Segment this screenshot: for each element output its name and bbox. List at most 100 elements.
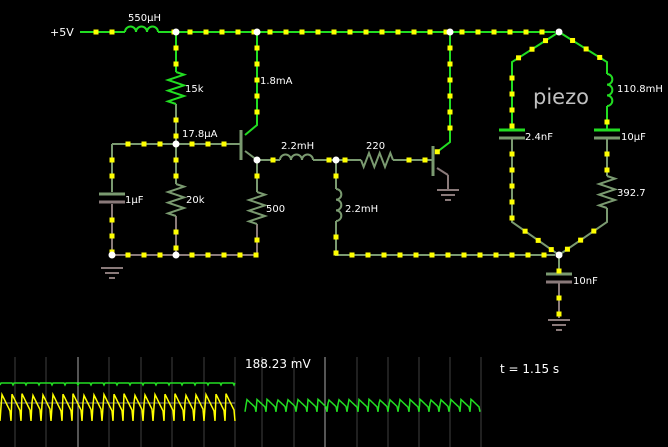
- current-dot: [509, 252, 515, 258]
- current-dot: [564, 246, 570, 252]
- current-dot: [429, 252, 435, 258]
- wire: [558, 31, 608, 74]
- scope-2-readout: 188.23 mV: [245, 357, 311, 371]
- current-dot: [333, 173, 339, 179]
- current-dot: [157, 141, 163, 147]
- current-dot: [254, 93, 260, 99]
- nodes: [108, 28, 563, 259]
- current-dot: [315, 29, 321, 35]
- current-dot: [447, 77, 453, 83]
- current-dot: [406, 157, 412, 163]
- current-dot: [379, 29, 385, 35]
- current-dot: [539, 29, 545, 35]
- current-dot: [254, 45, 260, 51]
- current-dot: [205, 141, 211, 147]
- current-dot: [535, 237, 541, 243]
- current-dot: [509, 151, 515, 157]
- scope-2[interactable]: [244, 357, 482, 447]
- current-dot: [333, 234, 339, 240]
- current-dot: [347, 29, 353, 35]
- current-dot: [509, 167, 515, 173]
- current-dot: [445, 252, 451, 258]
- label-C3: 10μF: [621, 132, 646, 143]
- transistor-Q2-emitter: [436, 167, 449, 176]
- current-dot: [173, 229, 179, 235]
- current-dot: [254, 237, 260, 243]
- current-dot: [173, 173, 179, 179]
- inductor-L3: [335, 188, 343, 222]
- inductor-L1: [124, 25, 159, 33]
- components[interactable]: [99, 25, 620, 331]
- current-dot: [173, 245, 179, 251]
- scope-trace: [244, 397, 481, 412]
- current-dot: [493, 252, 499, 258]
- current-dot: [221, 141, 227, 147]
- label-R1: 15k: [185, 84, 204, 95]
- current-dot: [349, 252, 355, 258]
- current-dot: [556, 311, 562, 317]
- current-dot: [523, 29, 529, 35]
- node: [332, 156, 340, 164]
- current-dot: [443, 29, 449, 35]
- current-dot: [331, 29, 337, 35]
- resistor-R5: [595, 175, 619, 209]
- node: [555, 28, 563, 36]
- current-dot: [447, 109, 453, 115]
- current-dot: [254, 77, 260, 83]
- current-dot: [509, 123, 515, 129]
- current-dot: [556, 268, 562, 274]
- node: [446, 28, 454, 36]
- current-dot: [189, 141, 195, 147]
- current-dot: [365, 252, 371, 258]
- current-dot: [507, 29, 513, 35]
- label-C1: 1μF: [125, 195, 144, 206]
- label-L1: 550μH: [128, 13, 161, 24]
- current-dot: [205, 252, 211, 258]
- current-dot: [525, 252, 531, 258]
- node: [172, 28, 180, 36]
- current-dot: [283, 29, 289, 35]
- node: [172, 140, 180, 148]
- current-dot: [413, 252, 419, 258]
- current-dot: [109, 29, 115, 35]
- current-dot: [125, 141, 131, 147]
- label-R4: 220: [366, 141, 385, 152]
- current-dot: [109, 233, 115, 239]
- label-L3: 2.2mH: [345, 204, 378, 215]
- node: [108, 251, 116, 259]
- scope-1[interactable]: [0, 357, 236, 447]
- current-dot: [447, 93, 453, 99]
- current-dot: [254, 109, 260, 115]
- wire: [511, 138, 560, 256]
- inductor-L2: [279, 153, 314, 161]
- current-dot: [509, 183, 515, 189]
- current-dot: [543, 38, 549, 44]
- current-dot: [270, 157, 276, 163]
- current-dot: [342, 157, 348, 163]
- current-dot: [522, 228, 528, 234]
- current-dot: [556, 295, 562, 301]
- current-dot: [109, 157, 115, 163]
- resistor-R3: [245, 191, 269, 225]
- current-dot: [447, 61, 453, 67]
- current-dot: [509, 107, 515, 113]
- current-dot: [604, 119, 610, 125]
- wire: [558, 208, 608, 256]
- current-dot: [253, 252, 259, 258]
- wires: [80, 31, 608, 318]
- current-dot: [604, 167, 610, 173]
- current-dot: [299, 29, 305, 35]
- current-dot: [109, 173, 115, 179]
- current-dot: [604, 151, 610, 157]
- current-dot: [173, 133, 179, 139]
- current-dot: [459, 29, 465, 35]
- current-dot: [461, 252, 467, 258]
- current-dot: [173, 157, 179, 163]
- resistor-R1: [164, 71, 188, 105]
- resistor-R2: [164, 183, 188, 217]
- current-dot: [254, 61, 260, 67]
- wire: [436, 32, 451, 153]
- label-R5: 392.7: [617, 188, 646, 199]
- current-dot: [326, 157, 332, 163]
